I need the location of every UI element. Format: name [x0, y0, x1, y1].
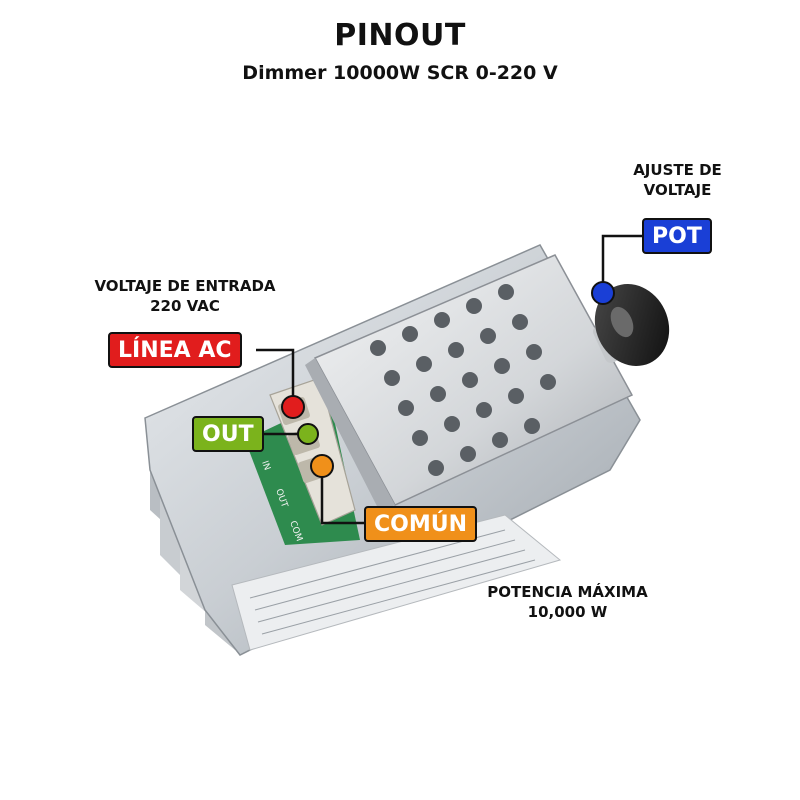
common-pin-marker — [310, 454, 334, 478]
out-tag: OUT — [192, 416, 264, 452]
common-tag: COMÚN — [364, 506, 478, 542]
line-ac-pin-marker — [281, 395, 305, 419]
line-ac-tag: LÍNEA AC — [108, 332, 242, 368]
steel-cover-side — [305, 358, 395, 512]
out-pin-marker — [297, 423, 319, 445]
page-subtitle: Dimmer 10000W SCR 0-220 V — [242, 62, 558, 84]
cover-ventilation-holes — [370, 284, 556, 476]
pot-pin-marker — [591, 281, 615, 305]
terminal-mark-in: IN — [259, 460, 272, 472]
leader-lines — [256, 234, 643, 525]
page-title: PINOUT — [334, 18, 466, 53]
potentiometer-knob — [593, 284, 670, 366]
pot-tag: POT — [642, 218, 712, 254]
